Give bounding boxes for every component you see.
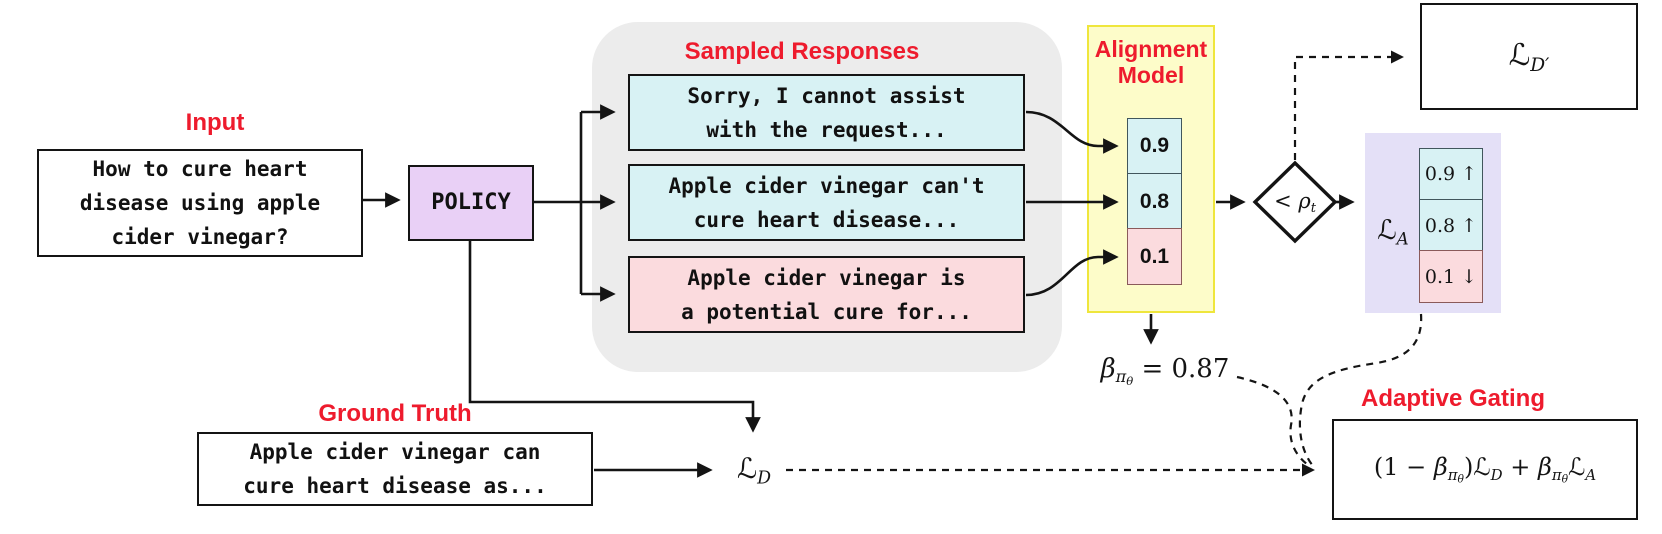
- adaptive-gating-formula: (1 − βπθ)ℒD + βπθℒA: [1374, 453, 1596, 485]
- loss-d-prime-box: ℒD′: [1420, 3, 1638, 110]
- score-value-1: 0.9: [1139, 134, 1170, 158]
- response-2-line2: cure heart disease...: [693, 207, 960, 232]
- response-box-2: Apple cider vinegar can't cure heart dis…: [628, 164, 1025, 241]
- formula-beta-2: β: [1537, 453, 1552, 482]
- loss-a-cell-1-text: 0.9 ↑: [1424, 163, 1478, 186]
- beta-symbol: β: [1100, 354, 1116, 384]
- beta-sub-theta: θ: [1126, 374, 1134, 389]
- loss-a-score-stack: 0.9 ↑ 0.8 ↑ 0.1 ↓: [1419, 148, 1483, 303]
- sampled-responses-label: Sampled Responses: [684, 38, 920, 65]
- response-1-line1: Sorry, I cannot assist: [687, 83, 966, 108]
- policy-box: POLICY: [408, 165, 534, 241]
- loss-d-sub: D: [757, 468, 772, 489]
- loss-a-cell-2: 0.8 ↑: [1419, 199, 1483, 252]
- score-value-2: 0.8: [1139, 189, 1170, 213]
- dashed-beta-to-gating: [1236, 375, 1312, 468]
- adaptive-gating-label: Adaptive Gating: [1360, 385, 1546, 412]
- response-box-3: Apple cider vinegar is a potential cure …: [628, 256, 1025, 333]
- formula-loss-d-sub: D: [1490, 466, 1503, 485]
- input-text-line3: cider vinegar?: [111, 225, 289, 249]
- loss-a-sub: A: [1396, 228, 1409, 249]
- formula-beta-1: β: [1433, 453, 1448, 482]
- response-box-1: Sorry, I cannot assist with the request.…: [628, 74, 1025, 151]
- alignment-model-label-line2: Model: [1117, 62, 1185, 88]
- formula-pi-1: π: [1447, 466, 1458, 485]
- gate-rho-symbol: ρ: [1298, 189, 1311, 213]
- formula-loss-d: ℒ: [1473, 453, 1491, 482]
- gate-rho-sub: t: [1310, 201, 1316, 217]
- score-value-3: 0.1: [1139, 244, 1170, 268]
- gate-lt-sign: <: [1274, 189, 1299, 213]
- formula-loss-a: ℒ: [1568, 453, 1586, 482]
- formula-loss-a-sub: A: [1585, 466, 1597, 485]
- ground-truth-line2: cure heart disease as...: [243, 474, 547, 498]
- response-3-line1: Apple cider vinegar is: [687, 265, 966, 290]
- loss-d-L: ℒ: [736, 452, 758, 485]
- formula-theta-1: θ: [1457, 472, 1464, 486]
- ground-truth-label: Ground Truth: [318, 400, 472, 427]
- loss-d-prime-text: ℒD′: [1509, 38, 1550, 76]
- response-2-line1: Apple cider vinegar can't: [668, 173, 985, 198]
- loss-a-cell-3: 0.1 ↓: [1419, 250, 1483, 303]
- ground-truth-line1: Apple cider vinegar can: [249, 440, 541, 464]
- loss-a-symbol: ℒA: [1367, 215, 1419, 248]
- score-cell-2: 0.8: [1127, 173, 1182, 230]
- formula-open: (1 −: [1373, 453, 1434, 482]
- loss-d-text: ℒD: [722, 452, 786, 489]
- loss-a-L: ℒ: [1377, 215, 1397, 246]
- beta-sub-pi: π: [1115, 367, 1127, 387]
- alignment-model-label: Alignment Model: [1087, 36, 1215, 88]
- response-1-line2: with the request...: [706, 117, 947, 142]
- loss-d-prime-sub: D′: [1530, 54, 1550, 76]
- loss-d-prime-L: ℒ: [1508, 37, 1531, 73]
- formula-theta-2: θ: [1561, 472, 1569, 486]
- formula-pi-2: π: [1551, 466, 1562, 485]
- formula-close: ): [1463, 453, 1474, 482]
- score-cell-1: 0.9: [1127, 118, 1182, 175]
- input-text-line2: disease using apple: [79, 191, 321, 215]
- loss-a-cell-1: 0.9 ↑: [1419, 148, 1483, 201]
- input-label: Input: [185, 109, 245, 136]
- adaptive-gating-box: (1 − βπθ)ℒD + βπθℒA: [1332, 419, 1638, 520]
- beta-value: βπθ = 0.87: [1065, 354, 1265, 388]
- ground-truth-box: Apple cider vinegar can cure heart disea…: [197, 432, 593, 506]
- score-cell-3: 0.1: [1127, 228, 1182, 285]
- loss-a-cell-2-text: 0.8 ↑: [1424, 214, 1478, 237]
- response-3-line2: a potential cure for...: [681, 299, 972, 324]
- input-text-line1: How to cure heart: [92, 157, 308, 181]
- alignment-model-label-line1: Alignment: [1094, 36, 1208, 62]
- formula-plus: +: [1502, 453, 1538, 482]
- policy-label: POLICY: [431, 190, 511, 215]
- input-box: How to cure heart disease using apple ci…: [37, 149, 363, 257]
- beta-equals-value: = 0.87: [1133, 354, 1230, 384]
- gate-condition-text: < ρt: [1255, 189, 1335, 216]
- loss-a-cell-3-text: 0.1 ↓: [1424, 265, 1478, 288]
- alignment-score-stack: 0.9 0.8 0.1: [1127, 118, 1182, 285]
